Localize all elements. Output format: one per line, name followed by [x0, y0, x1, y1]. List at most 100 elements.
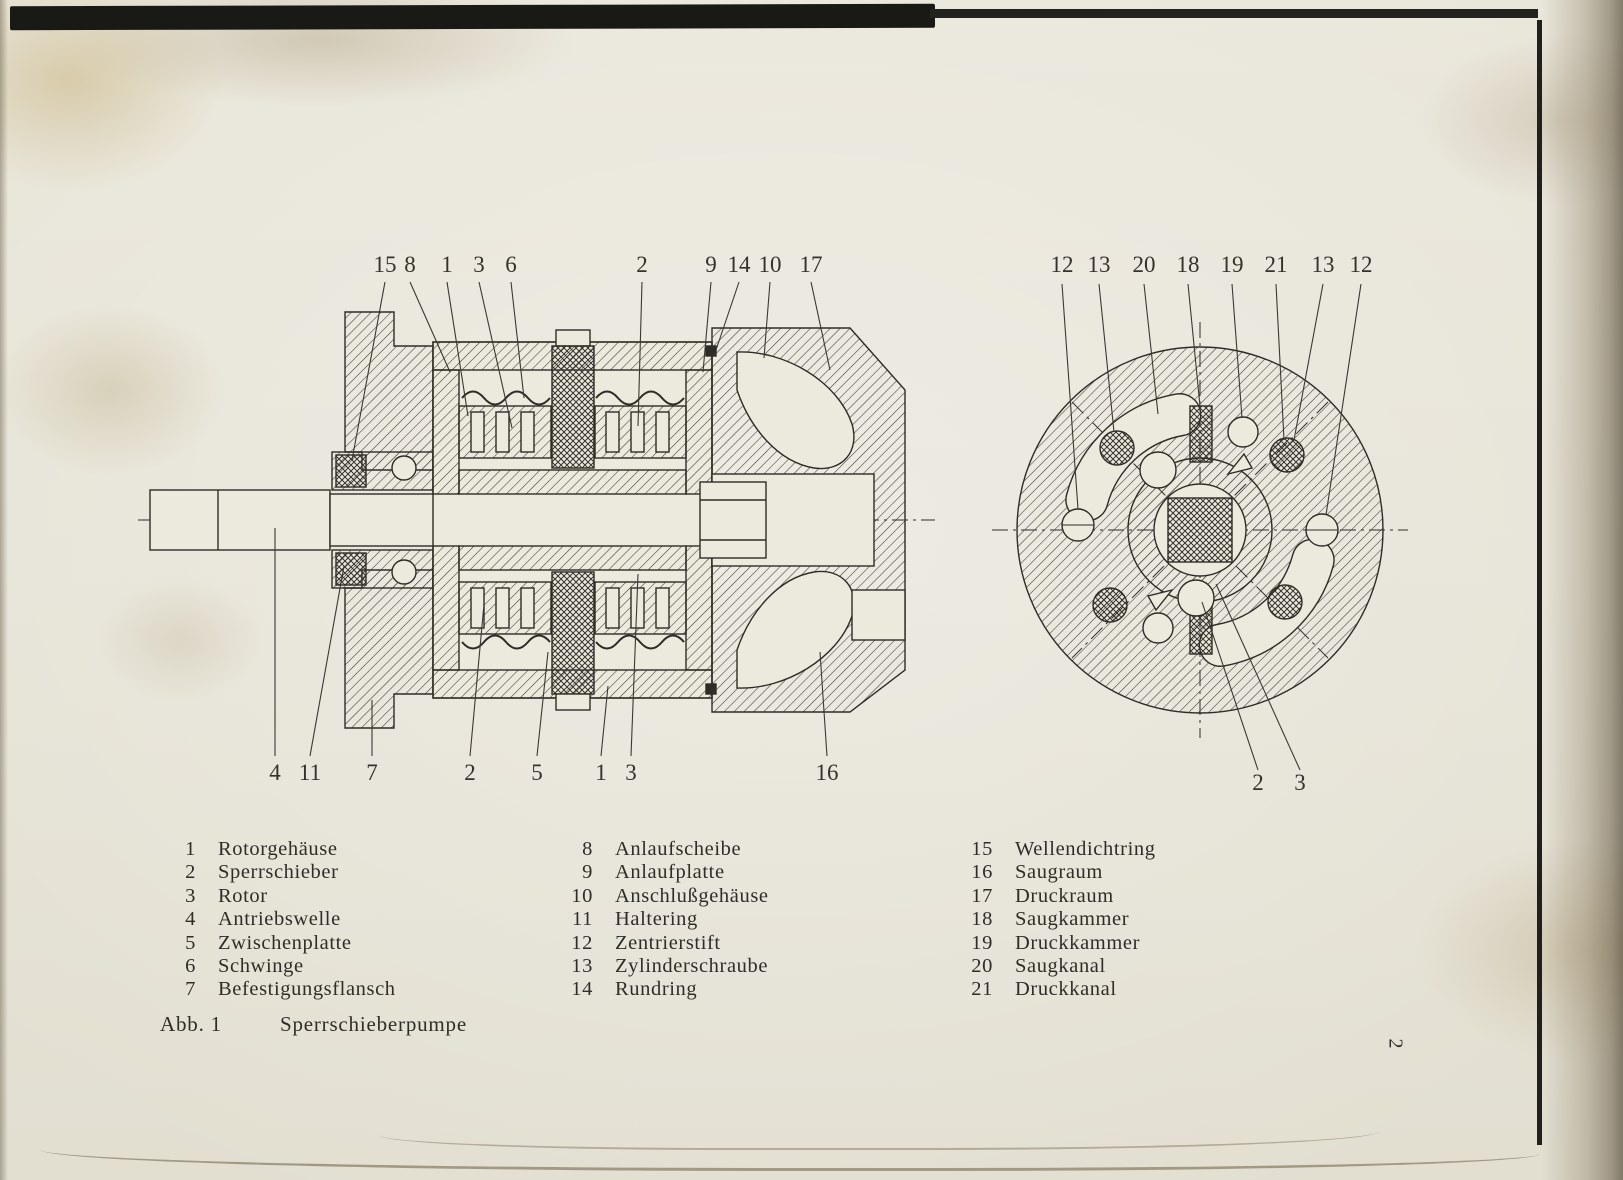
legend-item-number: 4 [185, 908, 196, 931]
shaft-coupling [699, 481, 767, 559]
rotor-end-view [1127, 457, 1273, 603]
callout-label: 1 [441, 252, 453, 277]
callout-label: 12 [1051, 252, 1074, 277]
connection-housing [699, 327, 906, 713]
legend-item: 8 Anlaufscheibe [565, 838, 769, 861]
legend-item-number: 13 [571, 955, 593, 978]
callout-label: 2 [464, 760, 476, 785]
legend-column-2: 8 Anlaufscheibe 9 Anlaufplatte 10 Anschlußg… [565, 838, 769, 1002]
figure-caption-title: Sperrschieberpumpe [279, 1012, 467, 1036]
leader-lines-right [1061, 283, 1362, 771]
rotor-upper-vanes [458, 405, 687, 459]
legend-item: 16 Saugraum [965, 861, 1156, 884]
legend-item-number: 9 [582, 861, 593, 884]
callout-label: 12 [1350, 252, 1373, 277]
legend-item: 20 Saugkanal [965, 955, 1156, 978]
callout-labels: 15 8 1 3 6 2 9 14 10 17 4 11 7 2 5 1 3 1… [269, 252, 1372, 795]
legend-item-number: 20 [971, 955, 993, 978]
page-number: 2 [1384, 1038, 1407, 1049]
callout-label: 10 [759, 252, 782, 277]
legend-item-number: 6 [185, 955, 196, 978]
legend-item-number: 3 [185, 884, 196, 907]
legend-item-number: 2 [185, 861, 196, 884]
callout-label: 13 [1088, 252, 1111, 277]
centering-pins [1061, 508, 1339, 547]
legend-item-number: 10 [571, 884, 593, 907]
callout-label: 2 [1252, 770, 1264, 795]
legend-item-label: Anschlußgehäuse [615, 884, 769, 907]
legend-item-label: Anlaufscheibe [615, 838, 742, 860]
legend-item-label: Sperrschieber [218, 861, 339, 884]
legend-item-number: 1 [185, 838, 196, 860]
legend-item-label: Haltering [615, 908, 698, 931]
legend-item: 17 Druckraum [965, 885, 1156, 908]
callout-label: 16 [816, 760, 839, 785]
callout-label: 20 [1133, 252, 1156, 277]
legend-item-label: Rotorgehäuse [218, 838, 338, 860]
legend-item: 7 Befestigungsflansch [168, 978, 396, 1001]
callout-label: 19 [1221, 252, 1244, 277]
page-edge-left [0, 0, 8, 1180]
callout-label: 18 [1177, 252, 1200, 277]
rotor-lower-vanes [458, 581, 687, 635]
center-bolt-bottom [551, 571, 595, 711]
figure-caption-label: Abb. 1 [160, 1012, 222, 1036]
callout-label: 17 [800, 252, 823, 277]
legend-item: 2 Sperrschieber [168, 861, 396, 884]
rocker-spring-lower [461, 634, 685, 650]
legend-item-number: 11 [572, 908, 593, 931]
legend-item-label: Saugkanal [1015, 955, 1106, 978]
callout-label: 1 [595, 760, 607, 785]
legend-item-label: Befestigungsflansch [218, 978, 396, 1001]
callout-label: 9 [705, 252, 717, 277]
legend-item-label: Saugraum [1015, 861, 1103, 884]
leader-lines-left [274, 281, 831, 757]
callout-label: 11 [299, 760, 321, 785]
legend-item-number: 18 [971, 908, 993, 931]
callout-label: 21 [1265, 252, 1288, 277]
legend-item-label: Anlaufplatte [615, 861, 725, 884]
callout-label: 7 [366, 760, 378, 785]
scan-artifact-right-line [1537, 20, 1542, 1145]
page-edge-right [1541, 0, 1623, 1180]
page-curl-line [40, 1128, 1540, 1171]
legend-item-label: Antriebswelle [218, 908, 341, 931]
legend-item-number: 8 [582, 838, 593, 860]
legend-item-number: 16 [971, 861, 993, 884]
legend-item-number: 7 [185, 978, 196, 1001]
suction-chamber-slot [1189, 405, 1213, 463]
legend-item-label: Druckraum [1015, 884, 1114, 907]
scan-artifact-top-bar-thin [930, 9, 1538, 18]
legend-item-number: 21 [971, 978, 993, 1001]
callout-label: 3 [1294, 770, 1306, 795]
legend-item: 15 Wellendichtring [965, 838, 1156, 861]
figure-caption: Abb. 1 Sperrschieberpumpe [160, 1012, 467, 1037]
callout-label: 2 [636, 252, 648, 277]
callout-label: 5 [531, 760, 543, 785]
legend-item-label: Schwinge [218, 955, 304, 978]
callout-label: 3 [473, 252, 485, 277]
legend-item-label: Rundring [615, 978, 698, 1001]
cylinder-screws [1092, 430, 1305, 623]
legend-item-label: Wellendichtring [1015, 838, 1156, 860]
bearing-balls [391, 455, 417, 585]
pressure-chamber [736, 351, 855, 470]
legend-item-number: 15 [971, 838, 993, 860]
legend-item: 4 Antriebswelle [168, 908, 396, 931]
blocking-sliders [1139, 451, 1254, 617]
legend-column-3: 15 Wellendichtring 16 Saugraum 17 Druckraum… [965, 838, 1156, 1002]
legend-item-number: 12 [571, 931, 593, 954]
legend-item-number: 17 [971, 884, 993, 907]
callout-label: 13 [1312, 252, 1335, 277]
